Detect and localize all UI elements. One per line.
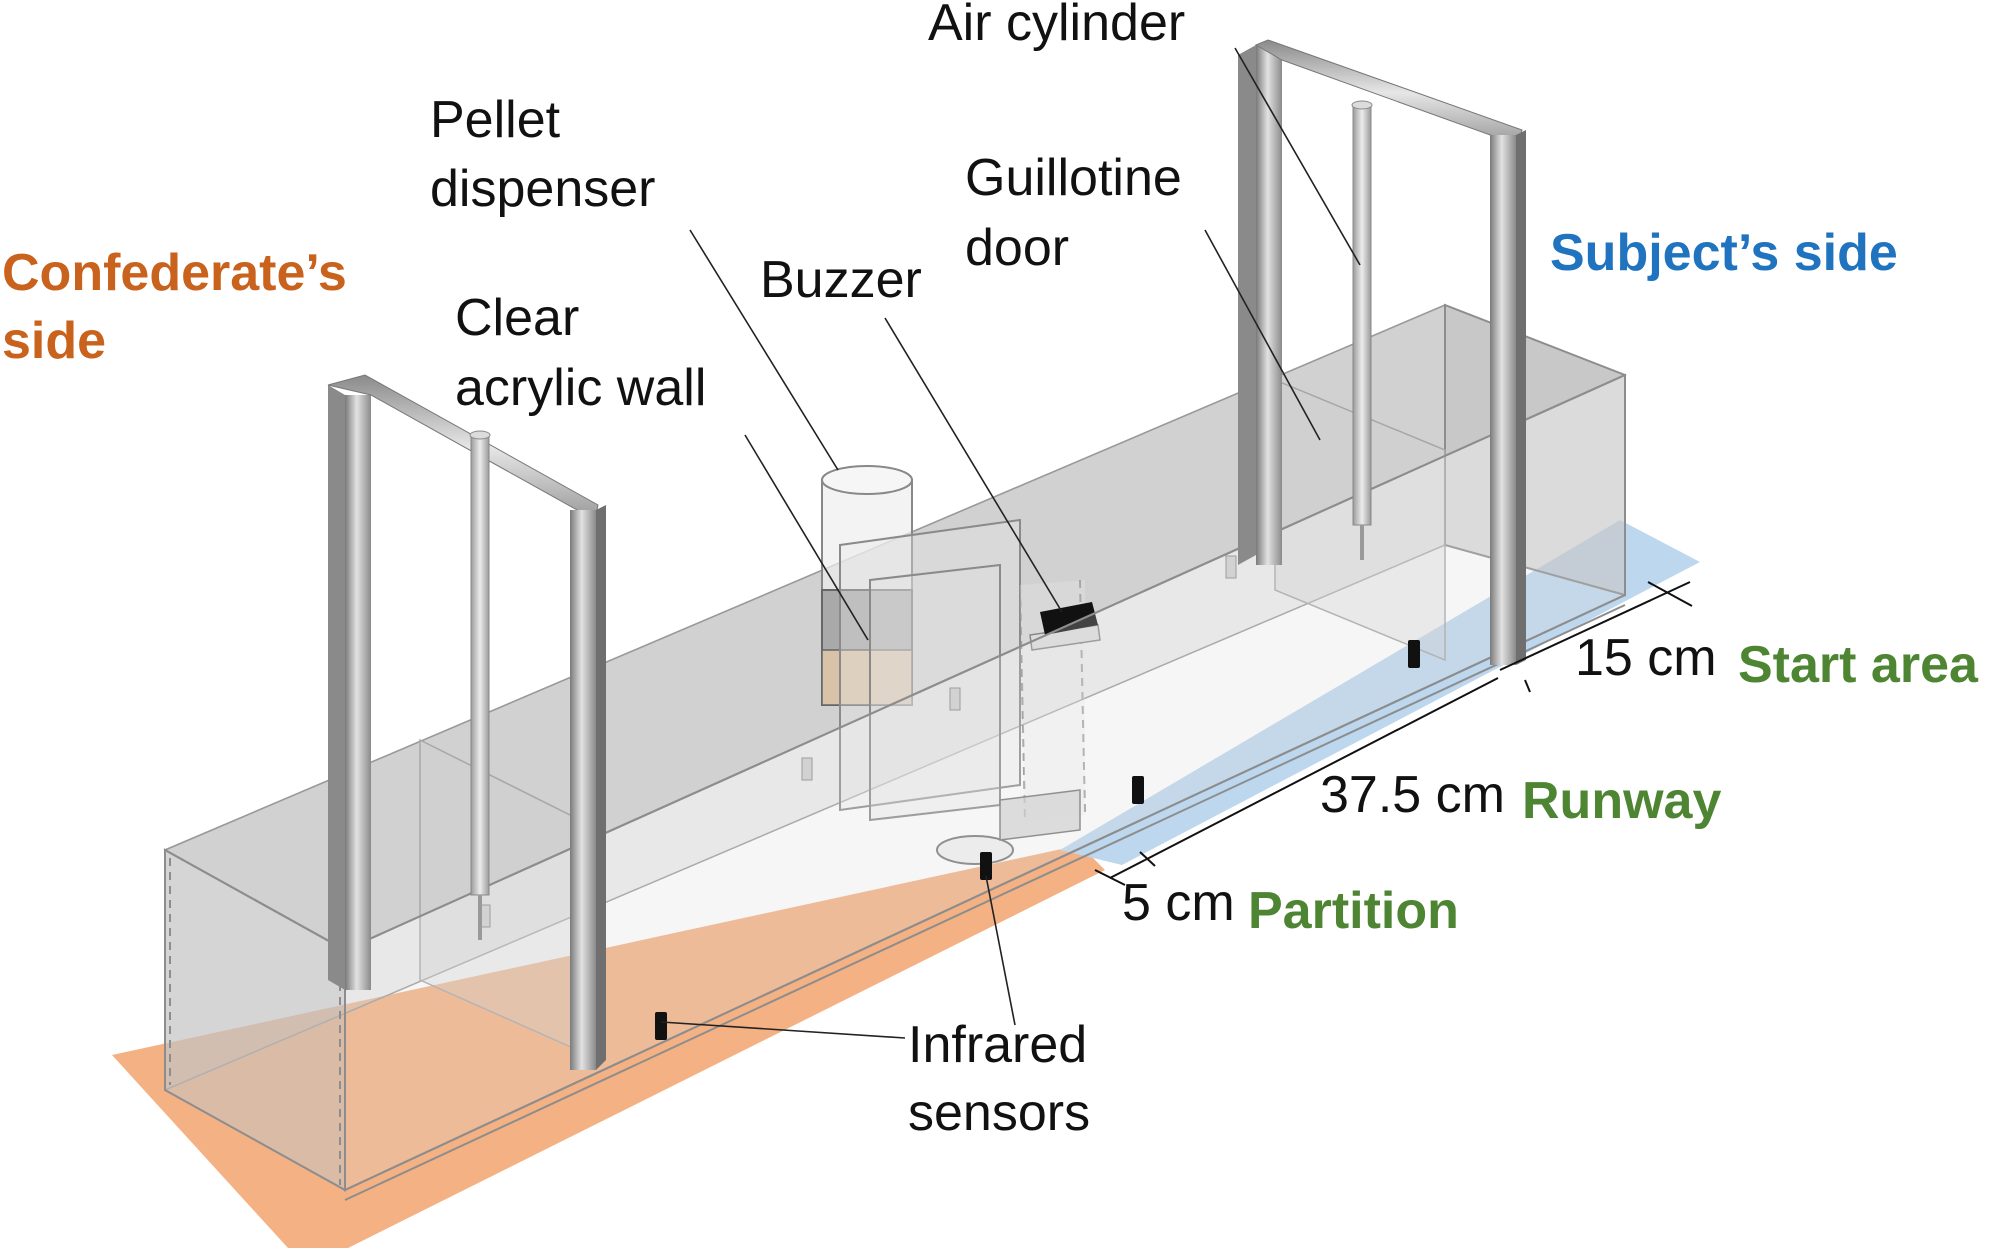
buzzer xyxy=(1029,602,1101,651)
leader-infrared-a xyxy=(660,1021,906,1039)
label-guillotine-door-2: door xyxy=(965,219,1069,277)
dim-partition: 5 cm xyxy=(1122,874,1235,932)
label-clear-acrylic-wall-1: Clear xyxy=(455,289,579,347)
right-guillotine-frame xyxy=(1238,39,1526,665)
label-pellet-dispenser-1: Pellet xyxy=(430,91,561,149)
label-runway: Runway xyxy=(1522,772,1721,830)
leader-buzzer xyxy=(884,317,1063,613)
dim-start: 15 cm xyxy=(1575,629,1717,687)
leader-air-cylinder xyxy=(1234,47,1361,266)
leader-infrared-b xyxy=(985,875,1016,1026)
label-pellet-dispenser-2: dispenser xyxy=(430,160,655,218)
label-subject-side: Subject’s side xyxy=(1550,224,1898,282)
label-infrared-sensors-2: sensors xyxy=(908,1084,1090,1142)
label-confederate-side-1: Confederate’s xyxy=(2,244,347,302)
dim-runway: 37.5 cm xyxy=(1320,766,1505,824)
clear-acrylic-wall xyxy=(839,518,1086,822)
label-start-area: Start area xyxy=(1738,636,1979,694)
label-confederate-side-2: side xyxy=(2,312,106,370)
dimension-lines xyxy=(1094,581,1693,886)
leader-pellet-dispenser xyxy=(689,229,839,471)
left-guillotine-frame xyxy=(327,374,606,1070)
label-air-cylinder: Air cylinder xyxy=(928,0,1185,52)
label-guillotine-door-1: Guillotine xyxy=(965,149,1182,207)
label-partition: Partition xyxy=(1248,882,1459,940)
confederate-floor-strip xyxy=(112,845,1105,1248)
label-infrared-sensors-1: Infrared xyxy=(908,1016,1087,1074)
subject-floor-strip xyxy=(1060,520,1700,865)
leader-clear-acrylic-wall xyxy=(744,434,869,641)
leader-guillotine-door xyxy=(1204,229,1321,441)
label-clear-acrylic-wall-2: acrylic wall xyxy=(455,359,706,417)
pellet-dispenser xyxy=(821,465,913,706)
label-buzzer: Buzzer xyxy=(760,251,922,309)
infrared-sensors xyxy=(655,640,1420,1040)
